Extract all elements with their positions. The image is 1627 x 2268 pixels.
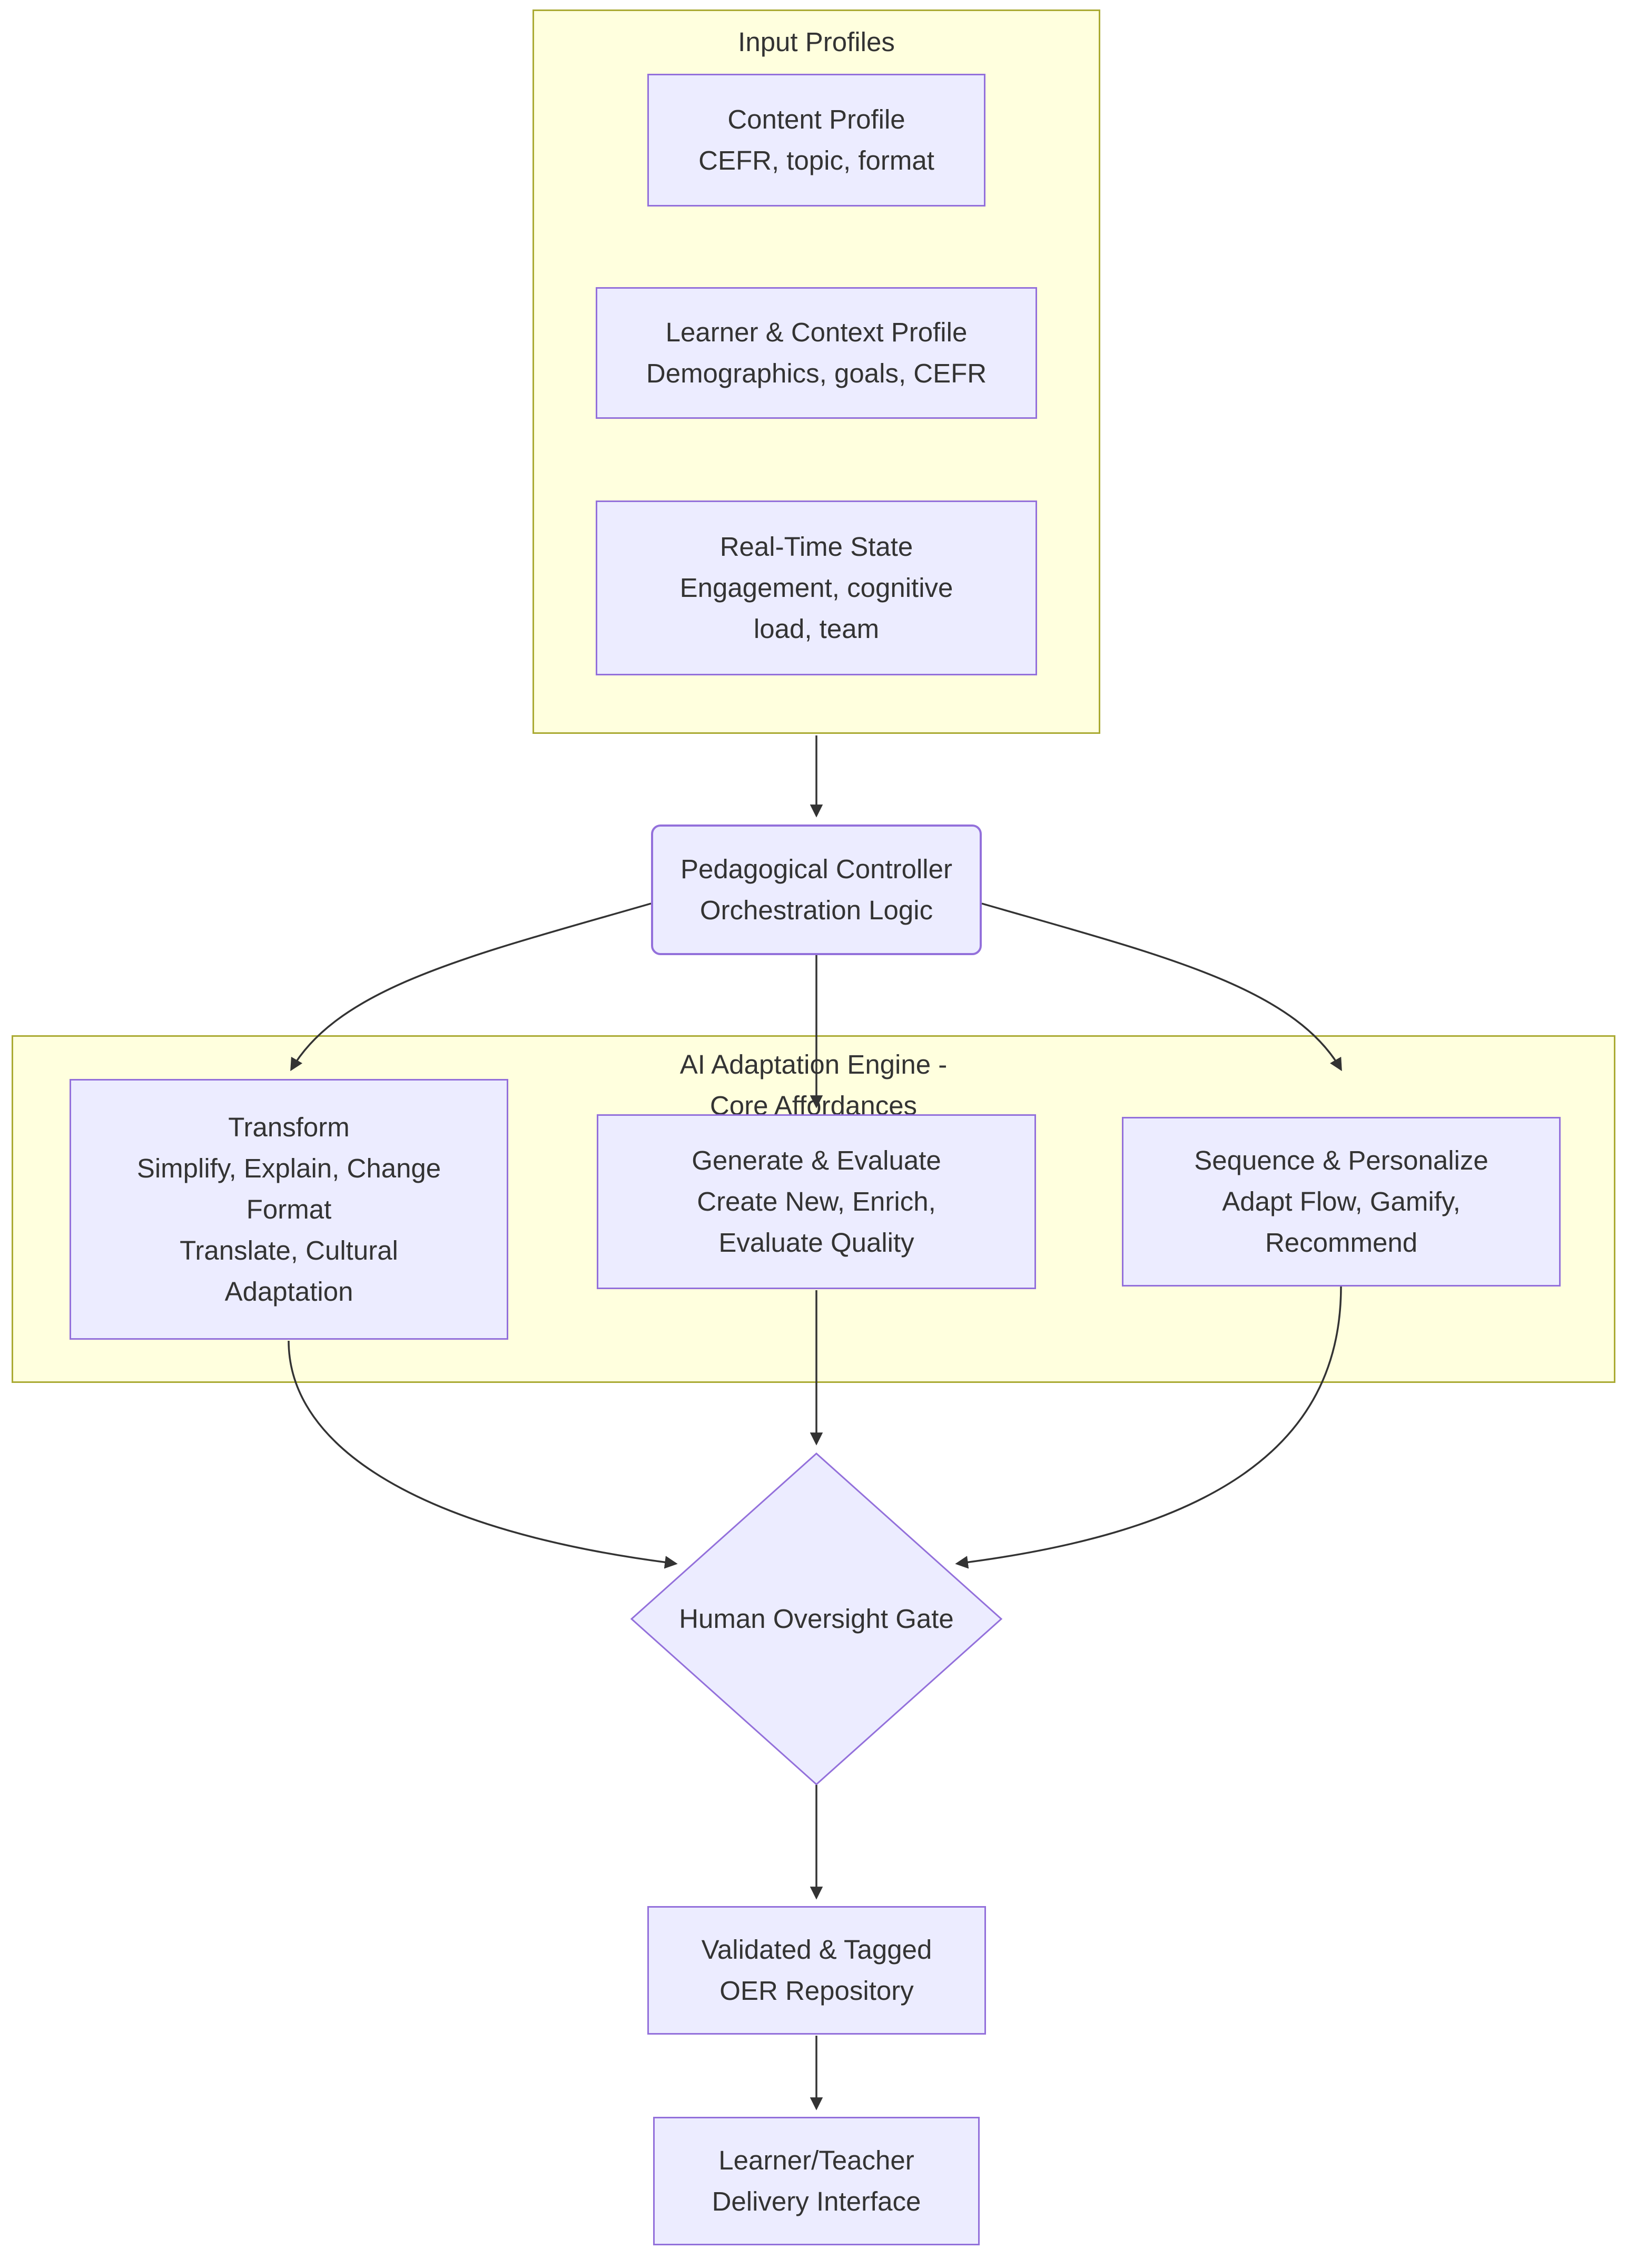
node-content-profile-line: Content Profile: [727, 104, 905, 134]
node-transform-line: Adaptation: [224, 1276, 353, 1307]
node-transform-line: Transform: [228, 1112, 350, 1142]
node-delivery-interface-line: Learner/Teacher: [718, 2145, 914, 2175]
node-generate-evaluate: Generate & Evaluate Create New, Enrich, …: [597, 1114, 1036, 1289]
node-oer-repository: Validated & Tagged OER Repository: [647, 1906, 986, 2035]
node-real-time-state-line: load, team: [753, 614, 880, 644]
node-human-oversight-gate-line: Human Oversight Gate: [679, 1604, 954, 1634]
node-transform-line: Format: [246, 1194, 332, 1224]
node-delivery-interface: Learner/Teacher Delivery Interface: [653, 2117, 980, 2245]
node-transform-line: Simplify, Explain, Change: [136, 1153, 441, 1183]
node-transform-line: Translate, Cultural: [180, 1235, 398, 1265]
node-human-oversight-gate: Human Oversight Gate: [632, 1454, 1001, 1784]
node-real-time-state-line: Real-Time State: [719, 532, 913, 562]
node-oer-repository-line: Validated & Tagged: [701, 1935, 932, 1965]
node-delivery-interface-line: Delivery Interface: [712, 2186, 921, 2216]
node-pedagogical-controller: Pedagogical Controller Orchestration Log…: [651, 824, 982, 955]
node-sequence-personalize-line: Sequence & Personalize: [1194, 1145, 1488, 1175]
node-sequence-personalize: Sequence & Personalize Adapt Flow, Gamif…: [1122, 1117, 1561, 1287]
node-generate-evaluate-line: Create New, Enrich,: [697, 1186, 936, 1216]
cluster-ai-engine-title-line: AI Adaptation Engine -: [679, 1049, 948, 1079]
node-learner-context-profile: Learner & Context Profile Demographics, …: [596, 287, 1037, 419]
node-sequence-personalize-line: Adapt Flow, Gamify,: [1222, 1186, 1461, 1216]
node-learner-context-profile-line: Learner & Context Profile: [665, 317, 968, 347]
node-transform: Transform Simplify, Explain, Change Form…: [70, 1079, 508, 1340]
node-generate-evaluate-line: Evaluate Quality: [718, 1228, 914, 1258]
node-content-profile: Content Profile CEFR, topic, format: [647, 74, 985, 207]
node-learner-context-profile-line: Demographics, goals, CEFR: [646, 358, 987, 388]
node-pedagogical-controller-line: Orchestration Logic: [699, 895, 933, 925]
node-real-time-state: Real-Time State Engagement, cognitive lo…: [596, 500, 1037, 675]
node-real-time-state-line: Engagement, cognitive: [679, 573, 953, 603]
node-content-profile-line: CEFR, topic, format: [698, 145, 934, 175]
node-sequence-personalize-line: Recommend: [1265, 1228, 1418, 1258]
cluster-input-profiles-title: Input Profiles: [738, 27, 895, 57]
node-generate-evaluate-line: Generate & Evaluate: [692, 1145, 941, 1175]
node-oer-repository-line: OER Repository: [719, 1976, 914, 2006]
node-pedagogical-controller-line: Pedagogical Controller: [681, 854, 952, 884]
